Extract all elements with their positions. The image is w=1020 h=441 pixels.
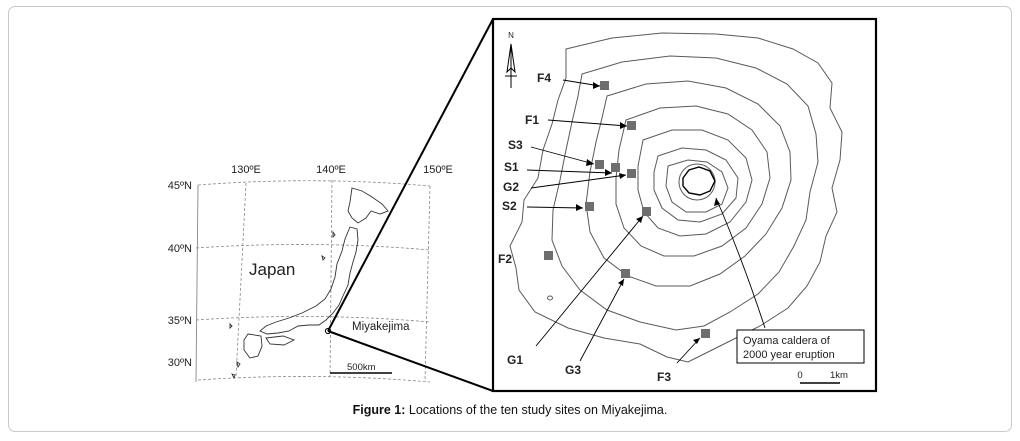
miyakejima-label: Miyakejima bbox=[352, 321, 410, 333]
site-label-f1: F1 bbox=[525, 113, 539, 127]
caldera-note-line1: Oyama caldera of bbox=[743, 335, 831, 347]
latitude-label-45: 45ºN bbox=[168, 180, 192, 192]
longitude-label-150: 150ºE bbox=[423, 164, 453, 176]
caldera-note-box bbox=[736, 329, 865, 364]
site-label-f3: F3 bbox=[657, 370, 671, 384]
north-label: N bbox=[508, 31, 514, 40]
north-arrow-icon bbox=[505, 43, 517, 88]
site-marker-s2 bbox=[585, 202, 594, 211]
japan-label: Japan bbox=[249, 260, 295, 279]
site-label-f2: F2 bbox=[498, 252, 512, 266]
site-marker-s3 bbox=[595, 160, 604, 169]
site-marker-f4 bbox=[600, 81, 609, 90]
map-left-border bbox=[195, 184, 199, 383]
site-marker-f3 bbox=[701, 329, 710, 338]
miyakejima-inset-map: N bbox=[491, 17, 878, 393]
graticule bbox=[195, 179, 431, 383]
site-marker-g3 bbox=[621, 269, 630, 278]
longitude-label-130: 130ºE bbox=[231, 164, 261, 176]
elevation-contours bbox=[509, 32, 843, 363]
inset-scale-km: 1km bbox=[830, 370, 848, 381]
overview-scale-label: 500km bbox=[347, 362, 376, 373]
site-label-s1: S1 bbox=[504, 160, 519, 174]
latitude-label-35: 35ºN bbox=[168, 315, 192, 327]
inset-scale-zero: 0 bbox=[797, 370, 802, 381]
site-label-g1: G1 bbox=[507, 353, 523, 367]
japan-coastline bbox=[229, 187, 389, 380]
inset-connector-lines bbox=[327, 18, 494, 392]
site-label-s2: S2 bbox=[502, 199, 517, 213]
site-label-s3: S3 bbox=[508, 138, 523, 152]
site-label-f4: F4 bbox=[537, 71, 551, 85]
site-leader-lines bbox=[526, 79, 766, 364]
caption-label: Figure 1: bbox=[352, 403, 406, 417]
site-label-g2: G2 bbox=[503, 180, 519, 194]
caldera-note-line2: 2000 year eruption bbox=[743, 349, 835, 361]
site-label-g3: G3 bbox=[565, 363, 581, 377]
latitude-label-30: 30ºN bbox=[168, 357, 192, 369]
japan-overview-map: 130ºE 140ºE 150ºE 45ºN 40ºN 35ºN 30ºN Ja… bbox=[168, 164, 453, 383]
figure-caption: Figure 1: Locations of the ten study sit… bbox=[0, 403, 1020, 417]
site-arrowheads bbox=[576, 82, 720, 344]
latitude-label-40: 40ºN bbox=[168, 243, 192, 255]
site-marker-g2 bbox=[627, 169, 636, 178]
site-marker-f1 bbox=[627, 121, 636, 130]
site-labels: F4 F1 S3 S1 G2 S2 F2 G1 G3 F3 bbox=[498, 71, 671, 384]
site-markers bbox=[544, 81, 710, 338]
site-marker-f2 bbox=[544, 251, 553, 260]
caption-text: Locations of the ten study sites on Miya… bbox=[405, 403, 668, 417]
longitude-label-140: 140ºE bbox=[316, 164, 346, 176]
site-marker-s1 bbox=[611, 163, 620, 172]
site-marker-g1 bbox=[642, 207, 651, 216]
